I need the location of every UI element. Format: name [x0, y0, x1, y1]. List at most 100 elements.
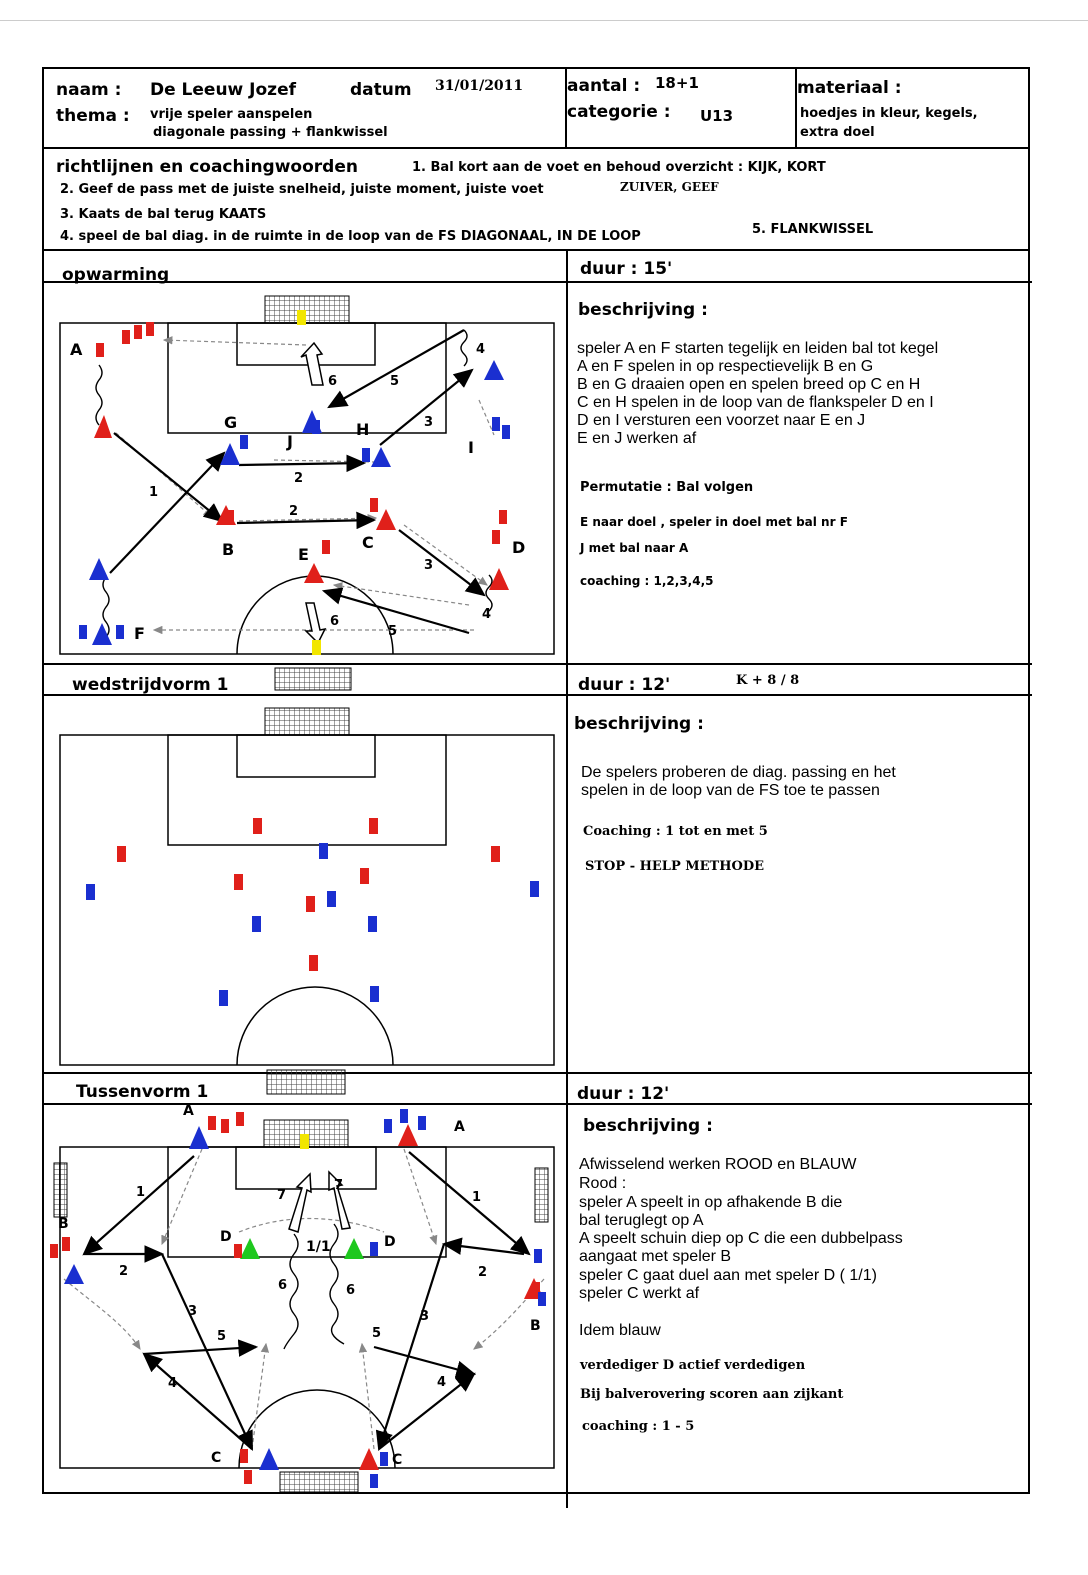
section-1-beschrijving-title: beschrijving :: [578, 300, 708, 320]
shot-arrows: [288, 1170, 351, 1233]
svg-text:4: 4: [437, 1375, 446, 1390]
svg-text:2: 2: [119, 1264, 128, 1279]
guideline-4: 4. speel de bal diag. in de ruimte in de…: [60, 229, 641, 244]
goalkeeper: [300, 1134, 309, 1149]
section-1-duur: duur : 15': [580, 259, 673, 279]
section-3-description-line-1: Afwisselend werken ROOD en BLAUW: [579, 1156, 857, 1173]
svg-text:D: D: [512, 538, 525, 557]
svg-text:A: A: [70, 340, 83, 359]
svg-text:1: 1: [136, 1185, 145, 1200]
aantal-label: aantal :: [567, 76, 641, 96]
guideline-5: 5. FLANKWISSEL: [752, 222, 874, 237]
svg-text:4: 4: [168, 1376, 177, 1391]
section-2-title: wedstrijdvorm 1: [72, 675, 229, 695]
datum-label: datum: [350, 80, 412, 100]
svg-text:6: 6: [330, 614, 339, 629]
svg-text:3: 3: [420, 1309, 429, 1324]
section-2-method: STOP - HELP METHODE: [585, 859, 765, 874]
dribble-paths: [283, 1223, 345, 1350]
section-2-duur: duur : 12': [578, 675, 671, 695]
section-2-extra: K + 8 / 8: [736, 673, 800, 688]
cones: [64, 1124, 544, 1470]
svg-text:1: 1: [149, 485, 158, 500]
svg-text:B: B: [530, 1318, 541, 1334]
section-3-description-line-5: A speelt schuin diep op C die een dubbel…: [579, 1230, 903, 1247]
guidelines-title: richtlijnen en coachingwoorden: [56, 157, 358, 177]
ball-paths: [115, 336, 495, 635]
top-divider: [0, 20, 1088, 21]
goal-top: [264, 707, 350, 736]
diagram-numbers: 1 1 2 2 3 3 4 4 5 5 6 6 7 7: [119, 1178, 487, 1391]
goal-bottom: [279, 1471, 359, 1493]
guideline-2: 2. Geef de pass met de juiste snelheid, …: [60, 182, 544, 197]
svg-text:B: B: [222, 540, 234, 559]
section-1-description-line-1: speler A en F starten tegelijk en leiden…: [577, 340, 939, 357]
section-2-description-line-2: spelen in de loop van de FS toe te passe…: [581, 782, 880, 799]
svg-text:5: 5: [217, 1329, 226, 1344]
naam-value: De Leeuw Jozef: [150, 80, 297, 100]
dribble-paths: [95, 329, 493, 638]
section-1-description-line-4: C en H spelen in de loop van de flankspe…: [577, 394, 934, 411]
section-3-description-line-3: speler A speelt in op afhakende B die: [579, 1194, 843, 1211]
section-3-note-1: verdediger D actief verdedigen: [580, 1358, 806, 1373]
svg-text:2: 2: [478, 1265, 487, 1280]
section-3-goal-icon: [266, 1069, 346, 1095]
section-1-permutatie: Permutatie : Bal volgen: [580, 480, 754, 495]
tussenvorm-diagram: A A B B D D C C 1/1 1 1 2 2 3 3 4 4 5 5 …: [50, 1104, 555, 1493]
naam-label: naam :: [56, 80, 122, 100]
section-1-description-line-6: E en J werken af: [577, 430, 697, 447]
svg-text:B: B: [58, 1216, 69, 1232]
section-3-description-line-8: speler C werkt af: [579, 1285, 700, 1302]
svg-text:H: H: [356, 420, 369, 439]
section-2-description-line-1: De spelers proberen de diag. passing en …: [581, 764, 896, 781]
blue-players: [79, 417, 510, 639]
svg-text:3: 3: [424, 558, 433, 573]
goalkeepers: [297, 310, 321, 655]
materiaal-line-1: hoedjes in kleur, kegels,: [800, 106, 978, 121]
materiaal-line-2: extra doel: [800, 125, 875, 140]
materiaal-label: materiaal :: [797, 78, 902, 98]
datum-value: 31/01/2011: [435, 78, 524, 94]
svg-text:1: 1: [472, 1190, 481, 1205]
categorie-label: categorie :: [567, 102, 671, 122]
guideline-2-keywords: ZUIVER, GEEF: [620, 180, 719, 194]
svg-text:3: 3: [188, 1304, 197, 1319]
section-3-coaching: coaching : 1 - 5: [582, 1419, 695, 1434]
section-1-note-2: J met bal naar A: [580, 541, 689, 555]
svg-text:5: 5: [390, 374, 399, 389]
svg-text:7: 7: [277, 1188, 286, 1203]
blue-players: [370, 1109, 546, 1488]
thema-line-1: vrije speler aanspelen: [150, 107, 313, 122]
shot-arrows: [300, 341, 327, 645]
svg-text:E: E: [298, 545, 309, 564]
ball-paths: [63, 1148, 545, 1450]
svg-text:7: 7: [334, 1178, 343, 1193]
red-players: [117, 818, 500, 971]
svg-text:A: A: [454, 1119, 465, 1135]
section-1-title: opwarming: [62, 265, 170, 285]
svg-text:2: 2: [294, 471, 303, 486]
svg-text:4: 4: [476, 342, 485, 357]
svg-text:D: D: [384, 1234, 396, 1250]
diagram-numbers: 1 2 2 3 3 4 4 5 5 6 6: [149, 342, 491, 639]
section-3-description-line-10: Idem blauw: [579, 1322, 661, 1339]
blue-players: [86, 843, 539, 1006]
opwarming-diagram: A G J H I B C D E F 1 2 2 3 3 4 4 5 5 6 …: [59, 295, 555, 655]
section-3-description-line-4: bal teruglegt op A: [579, 1212, 704, 1229]
svg-text:D: D: [220, 1229, 232, 1245]
section-3-description-line-2: Rood :: [579, 1175, 627, 1192]
svg-text:J: J: [286, 432, 293, 451]
thema-label: thema :: [56, 106, 130, 126]
section-1-description-line-3: B en G draaien open en spelen breed op C…: [577, 376, 921, 393]
categorie-value: U13: [700, 107, 734, 125]
section-3-note-2: Bij balverovering scoren aan zijkant: [580, 1387, 844, 1402]
thema-line-2: diagonale passing + flankwissel: [153, 125, 388, 140]
section-3-beschrijving-title: beschrijving :: [583, 1116, 713, 1136]
svg-text:2: 2: [289, 504, 298, 519]
section-3-duur: duur : 12': [577, 1084, 670, 1104]
pass-arrows: [109, 329, 486, 635]
goal-top: [264, 295, 350, 324]
svg-text:4: 4: [482, 607, 491, 622]
duel-label: 1/1: [306, 1239, 331, 1255]
section-1-coaching: coaching : 1,2,3,4,5: [580, 574, 714, 588]
